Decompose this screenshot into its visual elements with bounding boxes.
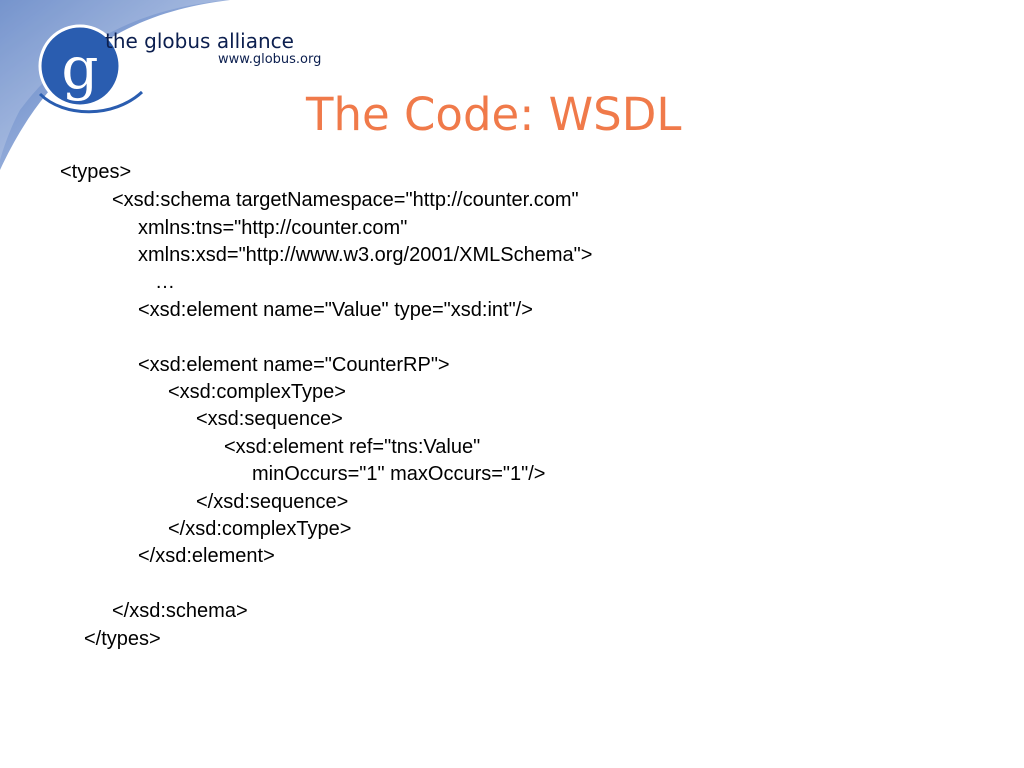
logo-name: the globus alliance	[105, 29, 294, 53]
logo-url: www.globus.org	[218, 52, 322, 67]
globus-logo-icon: g	[38, 24, 144, 114]
logo-glyph: g	[61, 34, 98, 102]
code-line: <xsd:sequence>	[196, 408, 343, 430]
code-line: </xsd:complexType>	[168, 518, 352, 540]
code-line: <xsd:schema targetNamespace="http://coun…	[112, 189, 579, 211]
code-line: <xsd:element name="Value" type="xsd:int"…	[138, 299, 533, 321]
code-line: <types>	[60, 161, 132, 183]
code-line: </xsd:element>	[138, 545, 275, 567]
code-line: xmlns:xsd="http://www.w3.org/2001/XMLSch…	[138, 244, 593, 266]
code-line: xmlns:tns="http://counter.com"	[138, 217, 408, 239]
code-line: <xsd:element ref="tns:Value"	[224, 436, 481, 458]
code-line: </types>	[84, 628, 161, 650]
code-line: <xsd:element name="CounterRP">	[138, 354, 450, 376]
code-line: <xsd:complexType>	[168, 381, 346, 403]
slide-title: The Code: WSDL	[306, 88, 682, 141]
code-line: …	[155, 271, 175, 293]
code-line: </xsd:schema>	[112, 600, 248, 622]
code-line: minOccurs="1" maxOccurs="1"/>	[252, 463, 546, 485]
code-line: </xsd:sequence>	[196, 491, 349, 513]
